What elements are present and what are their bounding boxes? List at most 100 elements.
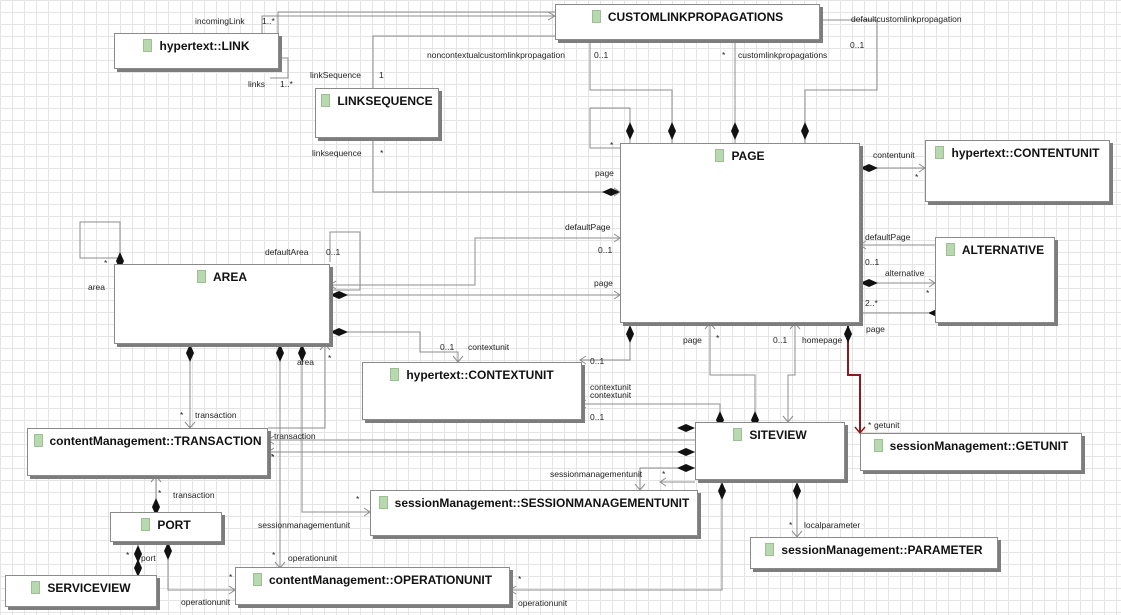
class-sessionmanagementunit[interactable]: sessionManagement::SESSIONMANAGEMENTUNIT	[370, 490, 698, 536]
role-label: port	[141, 553, 156, 563]
class-icon	[715, 149, 725, 162]
class-name: SITEVIEW	[749, 427, 807, 442]
multiplicity-label: *	[789, 520, 793, 530]
multiplicity-label: *	[104, 258, 108, 268]
class-name: PORT	[157, 517, 191, 532]
role-label: alternative	[885, 268, 925, 278]
class-name: hypertext::LINK	[159, 38, 250, 53]
class-name: hypertext::CONTENTUNIT	[951, 145, 1100, 160]
multiplicity-label: 0..1	[440, 342, 455, 352]
role-label: transaction	[274, 431, 316, 441]
role-label: transaction	[173, 490, 215, 500]
class-name: AREA	[212, 269, 247, 284]
role-label: transaction	[195, 410, 237, 420]
multiplicity-label: *	[272, 550, 276, 560]
class-customlinkpropagations[interactable]: CUSTOMLINKPROPAGATIONS	[555, 4, 820, 40]
class-name: hypertext::CONTEXTUNIT	[406, 367, 554, 382]
role-label: customlinkpropagations	[738, 50, 828, 60]
class-icon	[378, 496, 388, 509]
class-name: sessionManagement::SESSIONMANAGEMENTUNIT	[394, 495, 690, 510]
class-transaction[interactable]: contentManagement::TRANSACTION	[27, 428, 268, 476]
multiplicity-label: 1..*	[262, 16, 275, 26]
multiplicity-label: *	[158, 488, 162, 498]
multiplicity-label: *	[518, 574, 522, 584]
role-label: area	[297, 357, 315, 367]
class-contentunit[interactable]: hypertext::CONTENTUNIT	[925, 140, 1110, 202]
multiplicity-label: *	[722, 50, 726, 60]
role-label: defaultcustomlinkpropagation	[851, 14, 962, 24]
role-label: contextunit	[590, 390, 632, 400]
class-parameter[interactable]: sessionManagement::PARAMETER	[750, 537, 998, 569]
multiplicity-label: *	[915, 172, 919, 182]
role-label: contentunit	[873, 150, 915, 160]
multiplicity-label: 0..1	[326, 247, 341, 257]
class-name: CUSTOMLINKPROPAGATIONS	[607, 9, 784, 24]
role-label: localparameter	[804, 520, 861, 530]
role-label: incomingLink	[195, 16, 245, 26]
multiplicity-label: 0..1	[850, 40, 865, 50]
class-siteview[interactable]: SITEVIEW	[695, 422, 845, 480]
class-icon	[141, 518, 151, 531]
class-icon	[196, 270, 206, 283]
class-link[interactable]: hypertext::LINK	[114, 33, 279, 69]
multiplicity-label: 0..1	[590, 356, 605, 366]
class-icon	[733, 428, 743, 441]
class-area[interactable]: AREA	[114, 264, 330, 344]
multiplicity-label: *	[126, 550, 130, 560]
class-icon	[390, 368, 400, 381]
multiplicity-label: *	[356, 494, 360, 504]
role-label: linksequence	[312, 148, 362, 158]
class-icon	[33, 434, 43, 447]
class-name: ALTERNATIVE	[961, 242, 1045, 257]
role-label: operationunit	[288, 553, 338, 563]
multiplicity-label: 0..1	[598, 245, 613, 255]
role-label: sessionmanagementunit	[550, 469, 643, 479]
class-icon	[935, 146, 945, 159]
class-name: sessionManagement::GETUNIT	[889, 438, 1069, 453]
class-name: sessionManagement::PARAMETER	[781, 542, 983, 557]
multiplicity-label: 0..1	[773, 335, 788, 345]
class-icon	[321, 94, 331, 107]
role-label: noncontextualcustomlinkpropagation	[427, 50, 565, 60]
role-label: defaultPage	[565, 222, 611, 232]
multiplicity-label: *	[180, 410, 184, 420]
class-icon	[765, 543, 775, 556]
role-label: contextunit	[468, 342, 510, 352]
class-operationunit[interactable]: contentManagement::OPERATIONUNIT	[235, 567, 510, 605]
class-icon	[31, 581, 41, 594]
class-contextunit[interactable]: hypertext::CONTEXTUNIT	[362, 362, 582, 420]
class-icon	[945, 243, 955, 256]
role-label: operationunit	[181, 597, 231, 607]
multiplicity-label: *	[662, 469, 666, 479]
multiplicity-label: 1	[379, 70, 384, 80]
role-label: defaultArea	[265, 247, 309, 257]
role-label: page	[595, 168, 614, 178]
role-label: homepage	[802, 335, 843, 345]
multiplicity-label: *	[229, 572, 233, 582]
multiplicity-label: *	[328, 353, 332, 363]
role-label: defaultPage	[865, 232, 911, 242]
class-alternative[interactable]: ALTERNATIVE	[935, 237, 1055, 323]
class-getunit[interactable]: sessionManagement::GETUNIT	[860, 433, 1082, 471]
role-label: contextunit	[590, 382, 632, 392]
class-linksequence[interactable]: LINKSEQUENCE	[315, 88, 439, 138]
class-name: LINKSEQUENCE	[337, 93, 433, 108]
role-label: page	[866, 324, 885, 334]
class-icon	[143, 39, 153, 52]
class-serviceview[interactable]: SERVICEVIEW	[5, 575, 157, 607]
role-label: operationunit	[518, 598, 568, 608]
role-label: area	[88, 282, 106, 292]
class-name: contentManagement::TRANSACTION	[49, 433, 262, 448]
multiplicity-label: 0..1	[590, 412, 605, 422]
class-name: contentManagement::OPERATIONUNIT	[268, 572, 493, 587]
multiplicity-label: *	[716, 333, 720, 343]
role-label: sessionmanagementunit	[258, 520, 351, 530]
multiplicity-label: *	[380, 148, 384, 158]
class-page[interactable]: PAGE	[620, 143, 860, 323]
role-label: page	[594, 278, 613, 288]
multiplicity-label: *	[926, 288, 930, 298]
class-port[interactable]: PORT	[110, 512, 222, 542]
role-label: linkSequence	[310, 70, 362, 80]
multiplicity-label: *	[868, 420, 872, 430]
